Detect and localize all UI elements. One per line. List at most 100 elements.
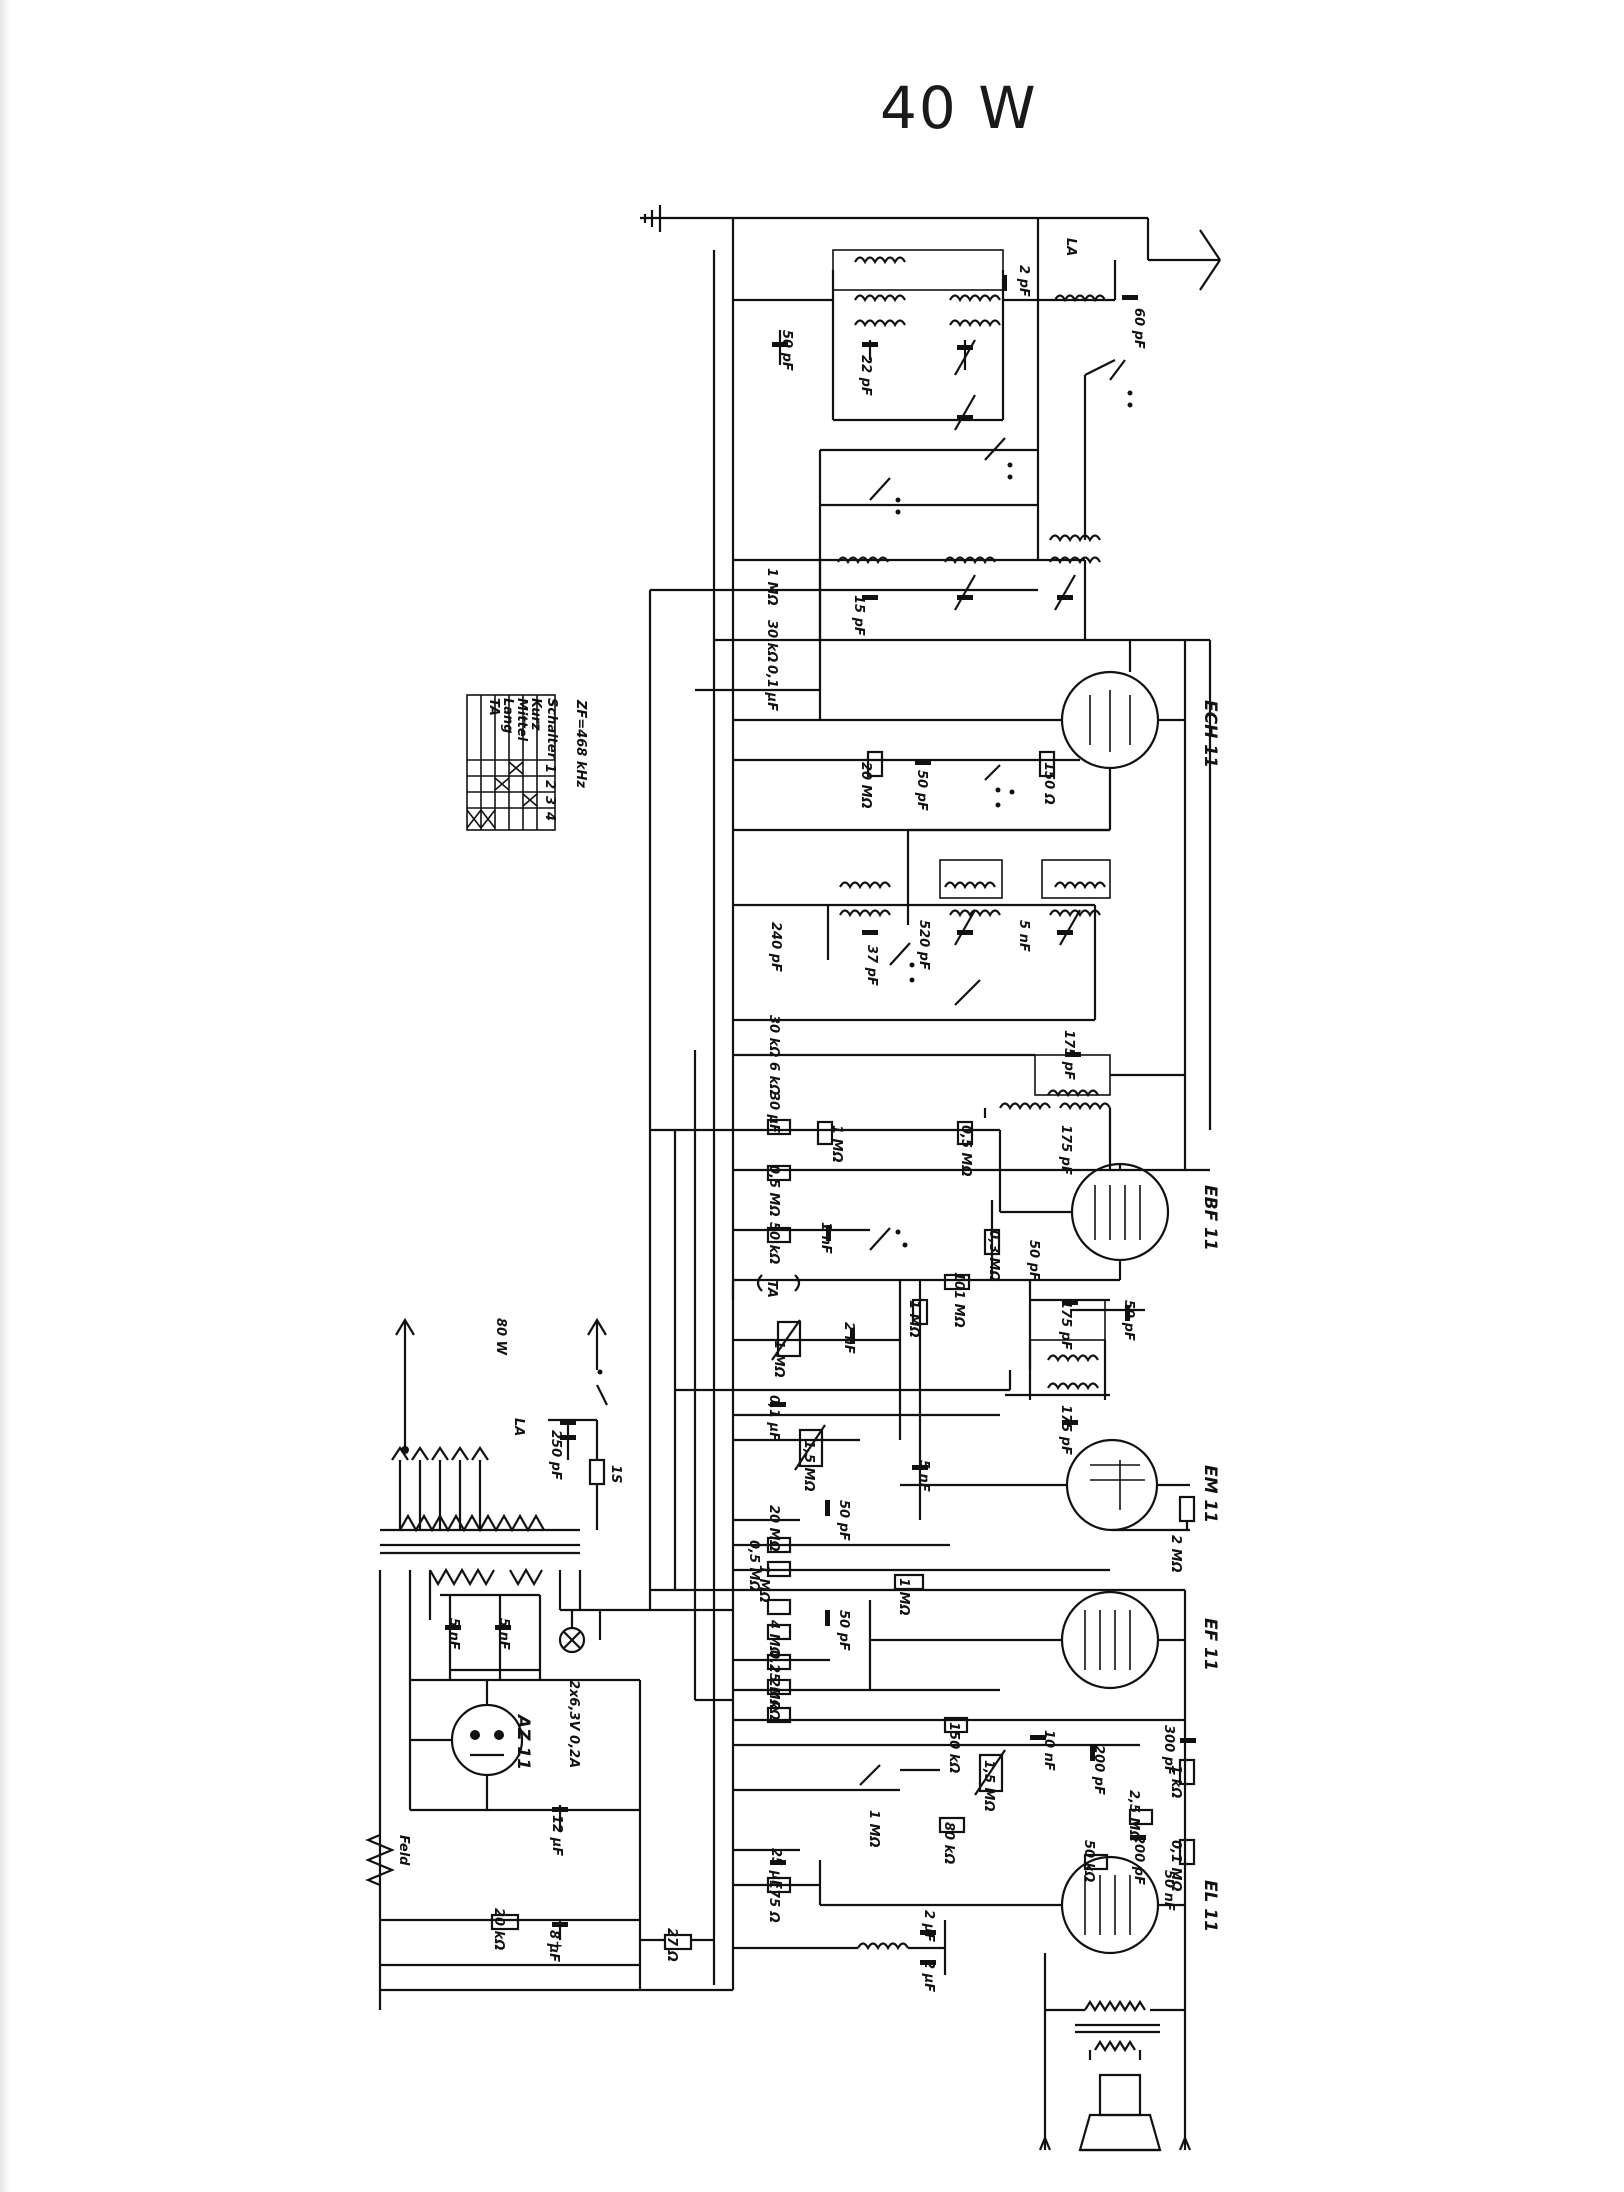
component-label-c50pf2: 50 pF — [914, 770, 929, 811]
component-label-r15m2: 1,5 MΩ — [981, 1760, 996, 1812]
page-title: 40 W — [880, 74, 1038, 142]
switch-row-lang: Lang — [500, 698, 515, 734]
field-label: Feld — [396, 1835, 411, 1866]
antenna-symbol — [1146, 218, 1221, 291]
wave-switch-section — [818, 359, 1133, 640]
component-label-c200: 200 pF — [1091, 1745, 1106, 1795]
component-label-c10nf: 10 nF — [1041, 1730, 1056, 1771]
component-label-r01m: 0,1 MΩ — [1168, 1840, 1183, 1892]
component-label-c25: 25 µF — [768, 1848, 783, 1889]
component-label-r05m2: 0,5 MΩ — [766, 1165, 781, 1217]
component-label-r1m: 1 MΩ — [764, 568, 779, 606]
component-label-r1m7: 1 MΩ — [866, 1810, 881, 1848]
component-label-r50k2: 50 kΩ — [1081, 1840, 1096, 1882]
component-label-c2uf: 2 µF — [921, 1910, 936, 1942]
tube-label-ebf11: EBF 11 — [1200, 1185, 1220, 1251]
trimmer-capacitors — [772, 275, 1138, 431]
component-label-c175: 175 pF — [1061, 1030, 1076, 1080]
em11-tube — [900, 1438, 1196, 1532]
supply-rails — [648, 1588, 733, 1702]
component-label-c12: 12 µF — [549, 1815, 564, 1856]
component-label-c300: 300 pF — [1161, 1725, 1176, 1775]
la-top-label: LA — [1063, 238, 1078, 256]
output-transformer — [1045, 1999, 1185, 2060]
component-label-r175: 175 Ω — [766, 1880, 781, 1923]
tuning-section — [733, 1280, 929, 1522]
component-label-c50nf: 50 nF — [1161, 1870, 1176, 1911]
component-label-r101: 101 MΩ — [951, 1272, 966, 1328]
field-coil — [365, 1833, 395, 1887]
component-label-r20m2: 20 MΩ — [766, 1505, 781, 1552]
component-label-c37: 37 pF — [864, 945, 879, 986]
oscillator-coils — [733, 534, 1102, 640]
component-label-r1m3: 1 MΩ — [906, 1300, 921, 1338]
component-label-c175b: 175 pF — [1058, 1125, 1073, 1175]
component-label-r50k: 50 kΩ — [766, 1222, 781, 1264]
loudspeaker — [1078, 2073, 1162, 2152]
component-label-c5nf2: 5 nF — [916, 1460, 931, 1492]
ground-bus — [648, 218, 735, 1990]
component-label-c200b: 200 pF — [1131, 1835, 1146, 1885]
switch-row-ta: TA — [486, 698, 501, 716]
component-label-r1k: 1 kΩ — [1168, 1765, 1183, 1798]
el11-cathode — [733, 1848, 950, 1907]
component-label-c2nf: 2 nF — [841, 1322, 856, 1354]
input-coils — [733, 218, 1117, 560]
tube-label-az11: AZ 11 — [513, 1713, 533, 1770]
tube-label-ef11: EF 11 — [1200, 1618, 1220, 1671]
component-label-c01uf: 0,1 µF — [764, 665, 779, 711]
component-label-c2pf: 2 pF — [1016, 265, 1031, 297]
component-label-r150: 150 Ω — [1041, 762, 1056, 805]
ech11-tube — [733, 640, 1187, 1170]
component-label-r1m6: 1 MΩ — [896, 1578, 911, 1616]
if-section-2 — [650, 1118, 1210, 1280]
audio-volume-section — [733, 1225, 1145, 1425]
fuse-label: 1S — [608, 1465, 623, 1483]
ta-label: TA — [764, 1280, 779, 1298]
if-coils-section — [733, 828, 1111, 1022]
component-label-r27: 27 Ω — [664, 1928, 679, 1962]
component-label-c15pf: 15 pF — [851, 595, 866, 636]
component-label-c2uf2: 2 µF — [921, 1960, 936, 1992]
component-label-r6k: 6 kΩ — [766, 1062, 781, 1095]
component-label-c30: 30 µF — [766, 1092, 781, 1133]
component-label-r2m: 2 MΩ — [1168, 1535, 1183, 1573]
component-label-r20k2: 20 kΩ — [491, 1908, 506, 1950]
component-label-c50pf3: 50 pF — [1026, 1240, 1041, 1281]
el11-tube — [950, 1720, 1187, 2150]
switch-table — [466, 694, 556, 831]
component-label-r20m: 20 MΩ — [858, 762, 873, 809]
component-label-r1m4: 1 MΩ — [771, 1340, 786, 1378]
ebf11-tube — [1000, 1162, 1170, 1280]
component-label-c50pf6: 50 pF — [836, 1610, 851, 1651]
switch-header-2: 2 — [542, 780, 557, 789]
component-label-c240: 240 pF — [768, 922, 783, 972]
ef11-tube — [870, 1590, 1187, 1720]
agc-line — [675, 1370, 1012, 1417]
component-label-c1nf: 1 nF — [818, 1222, 833, 1254]
resistor-ech11 — [866, 750, 1056, 808]
component-label-r03m: 0,3 MΩ — [986, 1230, 1001, 1282]
tube-label-el11: EL 11 — [1200, 1880, 1220, 1932]
tube-label-em11: EM 11 — [1200, 1465, 1220, 1523]
component-label-c50pf: 50 pF — [779, 330, 794, 371]
component-label-c520: 520 pF — [916, 920, 931, 970]
component-label-c5nfb: 5 nF — [496, 1618, 511, 1650]
mains-taps — [391, 1317, 489, 1530]
svg-text:+: + — [552, 1939, 563, 1954]
power-secondary — [378, 1570, 640, 2010]
ta-input — [731, 1274, 902, 1440]
zf-caption: ZF=468 kHz — [573, 699, 588, 788]
component-label-r05m3: 0,5 MΩ — [746, 1540, 761, 1592]
power-80w-label: 80 W — [493, 1318, 508, 1356]
la-power-label: LA — [511, 1418, 526, 1436]
switch-header-4: 4 — [542, 811, 557, 821]
switch-header-3: 3 — [542, 796, 557, 805]
tone-control — [733, 1716, 1196, 1871]
heater-label: 2x6,3V 0,2A — [566, 1680, 581, 1768]
output-filter — [733, 1920, 947, 1975]
component-label-r150k: 150 kΩ — [946, 1722, 961, 1773]
switch-row-mittel: Mittel — [514, 698, 529, 742]
component-label-c5nfa: 5 nF — [446, 1618, 461, 1650]
